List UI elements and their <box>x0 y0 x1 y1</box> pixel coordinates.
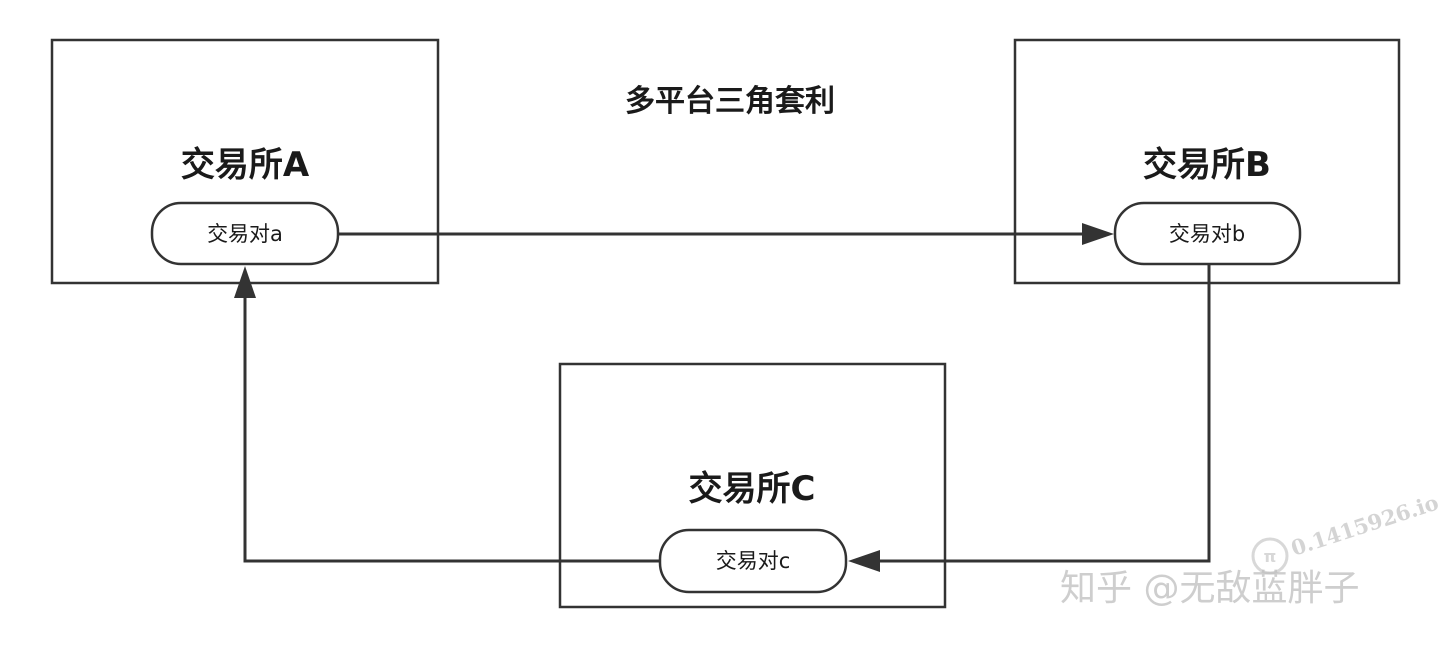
arrow-b-to-c-head <box>848 550 880 572</box>
exchange-b: 交易所B 交易对b <box>1013 38 1401 285</box>
watermark-logo: π <box>1251 537 1289 575</box>
watermark-zhihu: 知乎 @无敌蓝胖子 <box>1060 568 1359 609</box>
arrow-c-to-a-line <box>243 296 660 563</box>
exchange-c-label: 交易所C <box>689 469 816 509</box>
watermark-pi-glyph: π <box>1264 547 1277 566</box>
watermark-site: 0.1415926.io <box>1288 490 1442 561</box>
exchange-a-label: 交易所A <box>181 145 310 185</box>
exchange-b-label: 交易所B <box>1143 145 1271 185</box>
pair-b-label: 交易对b <box>1169 222 1245 246</box>
arrow-c-to-a <box>234 266 660 563</box>
exchange-a: 交易所A 交易对a <box>50 38 440 285</box>
diagram-title: 多平台三角套利 <box>625 84 835 119</box>
arrow-a-to-b-head <box>1082 223 1114 245</box>
watermark-pi-icon <box>1251 537 1289 575</box>
pair-c-label: 交易对c <box>716 549 791 573</box>
arrow-b-to-c-line <box>876 264 1211 563</box>
arrow-c-to-a-head <box>234 266 256 298</box>
pair-a-label: 交易对a <box>207 222 283 246</box>
exchange-c: 交易所C 交易对c <box>558 362 947 609</box>
arrow-a-to-b <box>338 223 1114 245</box>
arrow-b-to-c <box>848 264 1211 572</box>
